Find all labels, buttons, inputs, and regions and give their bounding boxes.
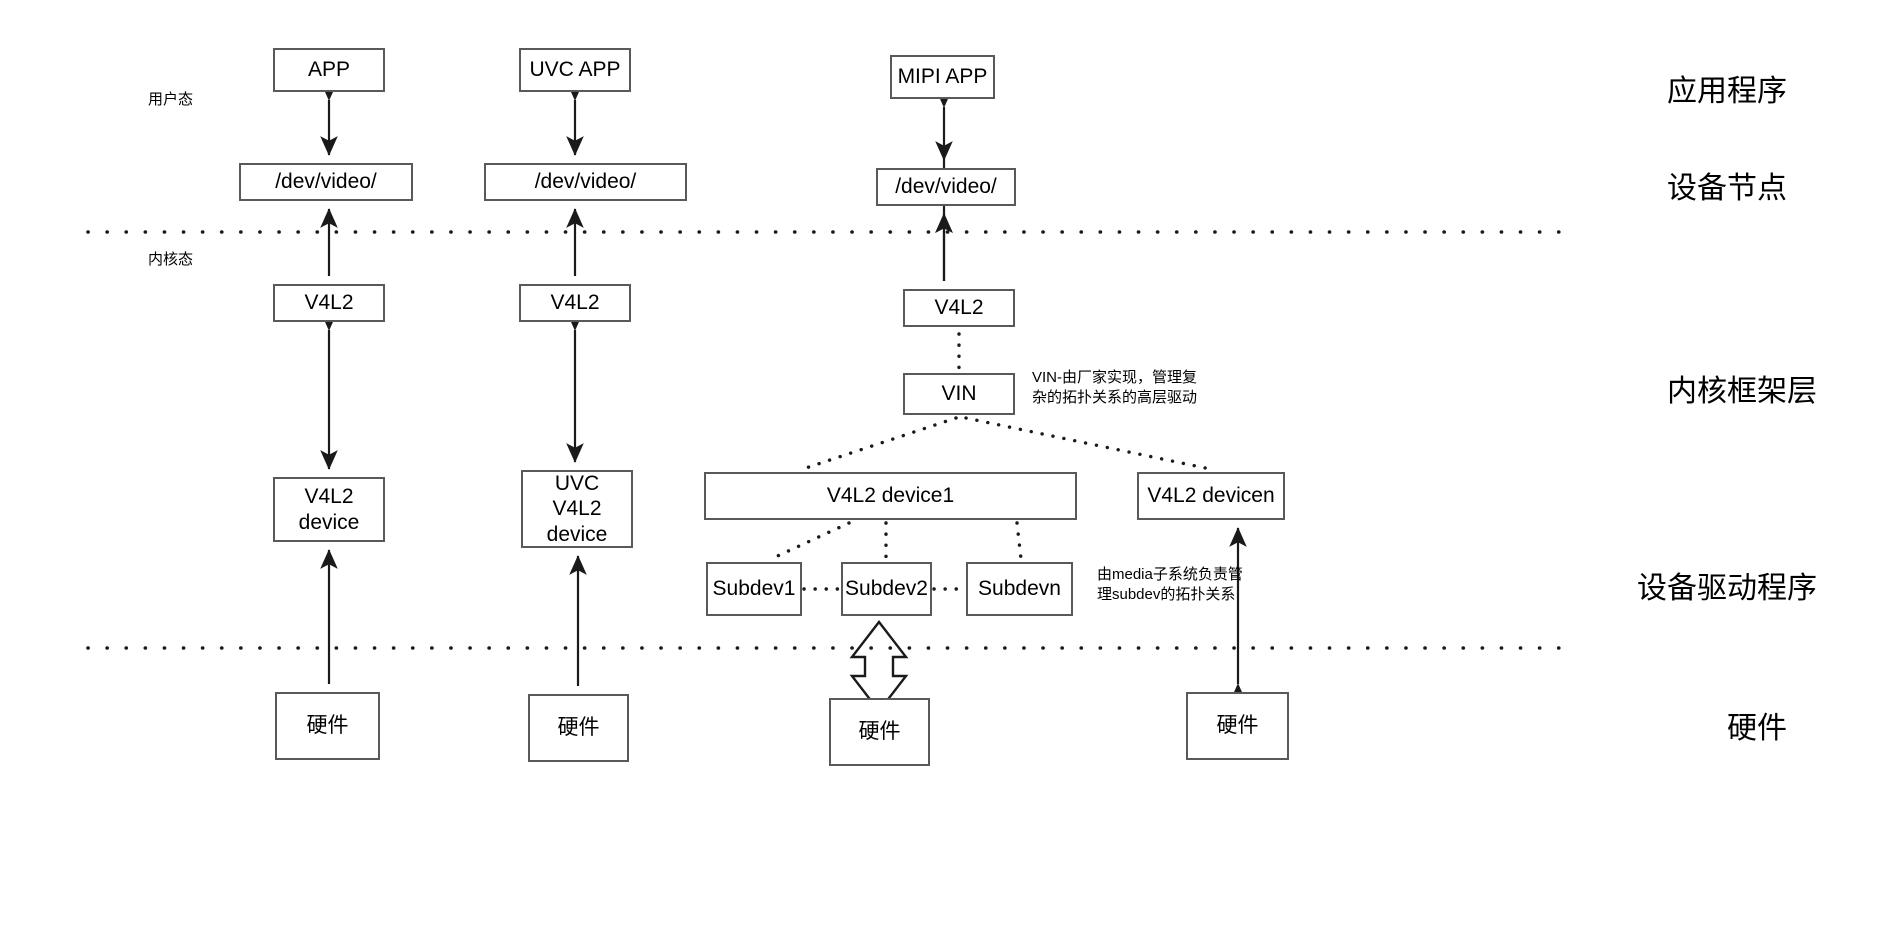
node-v4l2-device1[interactable]: V4L2 device1 <box>704 472 1077 520</box>
edge-vin-device1-dotted <box>798 416 958 472</box>
note-media: 由media子系统负责管 理subdev的拓扑关系 <box>1097 566 1243 604</box>
edge-device1-subdevn-dotted <box>1015 521 1023 561</box>
node-hardware-3[interactable]: 硬件 <box>829 698 930 766</box>
edge-vin-devicen-dotted <box>964 416 1217 472</box>
node-v4l2-1[interactable]: V4L2 <box>273 284 385 322</box>
node-uvc-v4l2-device[interactable]: UVC V4L2 device <box>521 470 633 548</box>
node-app[interactable]: APP <box>273 48 385 92</box>
node-dev-video-1[interactable]: /dev/video/ <box>239 163 413 201</box>
node-subdev2[interactable]: Subdev2 <box>841 562 932 616</box>
note-vin: VIN-由厂家实现，管理复 杂的拓扑关系的高层驱动 <box>1032 369 1198 407</box>
edge-device1-subdev1-dotted <box>769 521 851 561</box>
side-label-user-space: 用户态 <box>148 91 194 108</box>
node-subdev1[interactable]: Subdev1 <box>706 562 802 616</box>
node-mipi-app[interactable]: MIPI APP <box>890 55 995 99</box>
node-hardware-1[interactable]: 硬件 <box>275 692 380 760</box>
node-dev-video-2[interactable]: /dev/video/ <box>484 163 687 201</box>
node-v4l2-2[interactable]: V4L2 <box>519 284 631 322</box>
layer-label-device-driver: 设备驱动程序 <box>1637 572 1817 605</box>
node-v4l2-3[interactable]: V4L2 <box>903 289 1015 327</box>
node-v4l2-device[interactable]: V4L2 device <box>273 477 385 542</box>
layer-label-application: 应用程序 <box>1667 75 1787 108</box>
node-v4l2-devicen[interactable]: V4L2 devicen <box>1137 472 1285 520</box>
layer-label-hardware: 硬件 <box>1727 712 1787 745</box>
node-subdevn[interactable]: Subdevn <box>966 562 1073 616</box>
side-label-kernel-space: 内核态 <box>148 251 194 268</box>
node-hardware-4[interactable]: 硬件 <box>1186 692 1289 760</box>
layer-label-device-node: 设备节点 <box>1667 172 1787 205</box>
node-vin[interactable]: VIN <box>903 373 1015 415</box>
node-hardware-2[interactable]: 硬件 <box>528 694 629 762</box>
node-uvc-app[interactable]: UVC APP <box>519 48 631 92</box>
layer-label-kernel-framework: 内核框架层 <box>1667 375 1817 408</box>
node-dev-video-3[interactable]: /dev/video/ <box>876 168 1016 206</box>
